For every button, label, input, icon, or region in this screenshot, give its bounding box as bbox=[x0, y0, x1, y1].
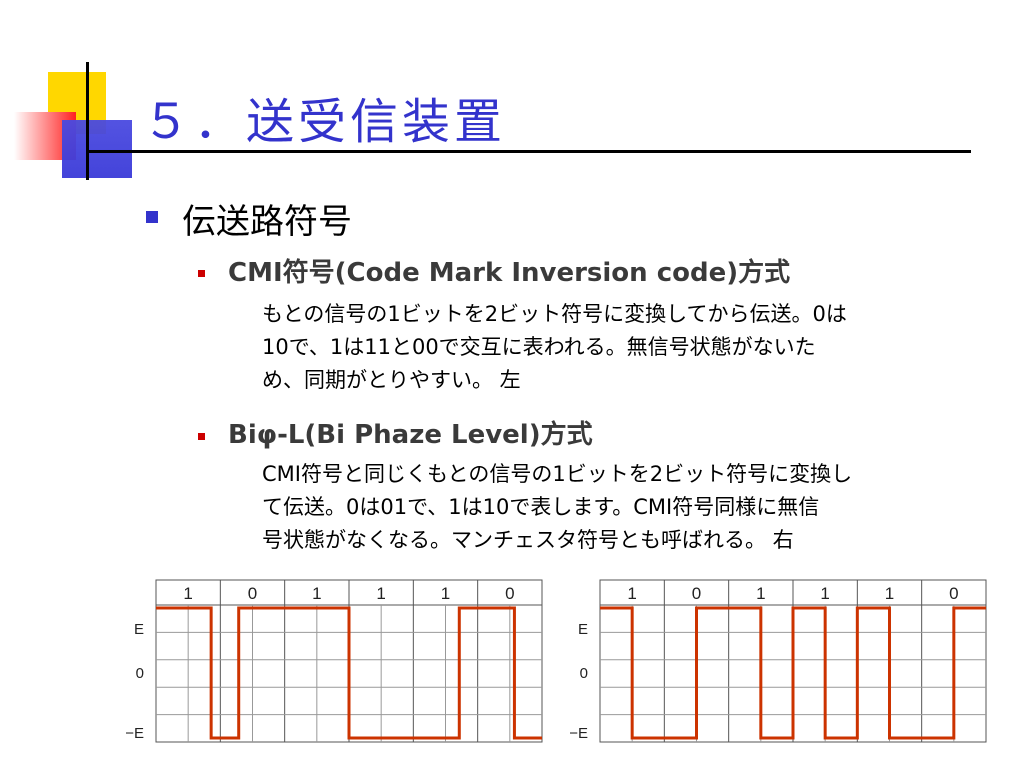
bit-label: 1 bbox=[183, 584, 192, 603]
decor-vertical-line bbox=[86, 62, 89, 180]
body-line: CMI符号と同じくもとの信号の1ビットを2ビット符号に変換し bbox=[262, 462, 853, 486]
y-axis-label: E bbox=[578, 621, 588, 638]
bit-label: 1 bbox=[627, 584, 636, 603]
bit-label: 1 bbox=[820, 584, 829, 603]
bit-label: 1 bbox=[312, 584, 321, 603]
y-axis-label: E bbox=[134, 621, 144, 638]
section-body-cmi: もとの信号の1ビットを2ビット符号に変換してから伝送。0は 10で、1は11と0… bbox=[262, 298, 982, 397]
body-line: て伝送。0は01で、1は10で表します。CMI符号同様に無信 bbox=[262, 495, 820, 519]
bit-label: 1 bbox=[756, 584, 765, 603]
body-line: 10で、1は11と00で交互に表われる。無信号状態がないた bbox=[262, 335, 816, 359]
bullet-main: 伝送路符号 bbox=[182, 202, 352, 242]
bit-label: 1 bbox=[885, 584, 894, 603]
bit-label: 1 bbox=[376, 584, 385, 603]
section-heading-cmi: CMI符号(Code Mark Inversion code)方式 bbox=[228, 258, 791, 288]
bit-label: 0 bbox=[505, 584, 514, 603]
signal-waveform bbox=[600, 606, 986, 740]
bit-label: 0 bbox=[692, 584, 701, 603]
slide-title: ５．送受信装置 bbox=[142, 94, 507, 150]
y-axis-label: −E bbox=[125, 725, 144, 742]
body-line: め、同期がとりやすい。 左 bbox=[262, 368, 521, 392]
bit-label: 1 bbox=[441, 584, 450, 603]
bit-label: 0 bbox=[248, 584, 257, 603]
signal-waveform bbox=[156, 606, 542, 740]
decor-blue-square bbox=[62, 120, 132, 178]
bullet-small-icon bbox=[198, 433, 205, 440]
body-line: もとの信号の1ビットを2ビット符号に変換してから伝送。0は bbox=[262, 302, 847, 326]
title-underline bbox=[86, 150, 971, 153]
body-line: 号状態がなくなる。マンチェスタ符号とも呼ばれる。 右 bbox=[262, 528, 794, 552]
y-axis-label: 0 bbox=[580, 665, 588, 682]
bullet-small-icon bbox=[198, 270, 205, 277]
bullet-square-icon bbox=[146, 211, 158, 223]
section-body-biphase: CMI符号と同じくもとの信号の1ビットを2ビット符号に変換し て伝送。0は01で… bbox=[262, 458, 982, 557]
y-axis-label: −E bbox=[569, 725, 588, 742]
section-heading-biphase: Biφ-L(Bi Phaze Level)方式 bbox=[228, 420, 593, 450]
bit-label: 0 bbox=[949, 584, 958, 603]
y-axis-label: 0 bbox=[136, 665, 144, 682]
